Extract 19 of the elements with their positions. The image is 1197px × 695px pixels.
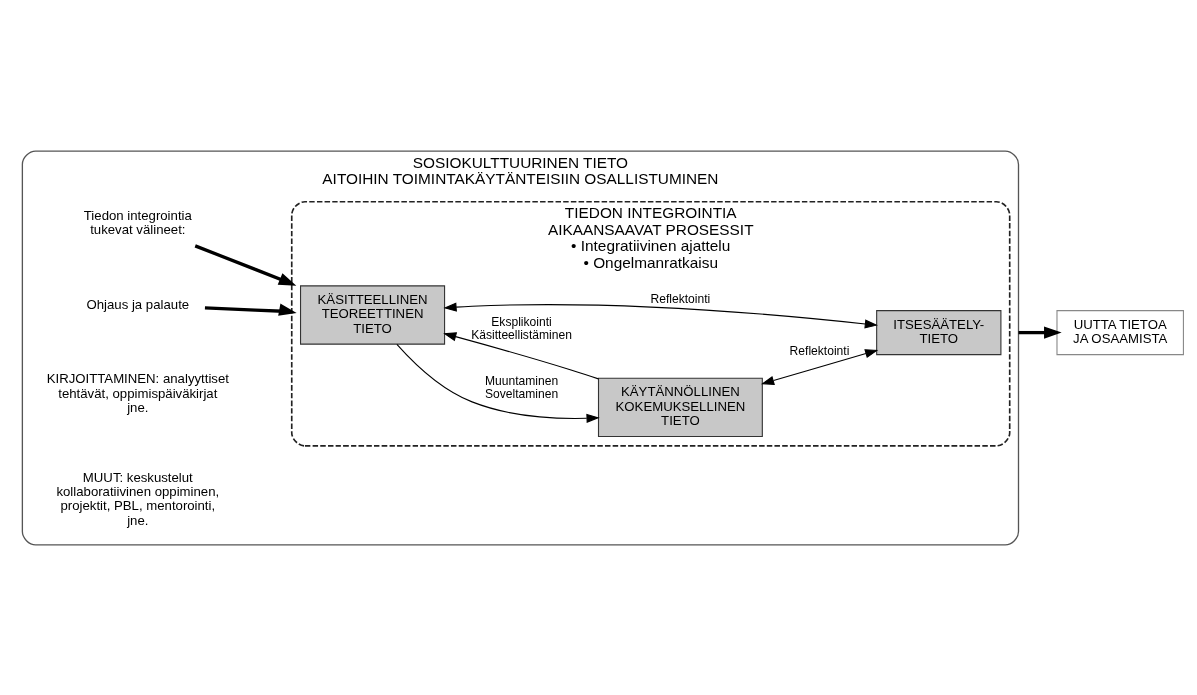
edge-label: Reflektointi — [650, 291, 711, 306]
arrow — [760, 348, 879, 385]
arrow — [1018, 325, 1062, 339]
arrow — [443, 301, 878, 328]
label: KIRJOITTAMINEN: analyyttiset tehtävät, oppimispäiväkirjat jne. — [46, 370, 229, 415]
node-box: ITSESÄÄTELY- TIETO — [876, 309, 1002, 355]
edge-label: Muuntaminen Soveltaminen — [484, 373, 559, 401]
arrow — [204, 303, 297, 316]
label: MUUT: keskustelut kollaboratiivinen oppiminen, projektit, PBL, mentorointi, jne. — [56, 469, 220, 528]
arrow — [443, 331, 599, 379]
edge-label: Reflektointi — [789, 343, 850, 358]
node-text: Tiedon integrointia tukevat välineet: — [83, 207, 192, 237]
edge-label: Eksplikointi Käsitteellistäminen — [471, 314, 572, 342]
arrow — [194, 243, 297, 286]
node-text: Ohjaus ja palaute — [86, 296, 190, 312]
node-box: UUTTA TIETOA JA OSAAMISTA — [1056, 309, 1184, 355]
node-box: KÄYTÄNNÖLLINEN KOKEMUKSELLINEN TIETO — [597, 377, 763, 437]
node-box: KÄSITTEELLINEN TEOREETTINEN TIETO — [300, 284, 446, 345]
arrow — [396, 343, 600, 423]
